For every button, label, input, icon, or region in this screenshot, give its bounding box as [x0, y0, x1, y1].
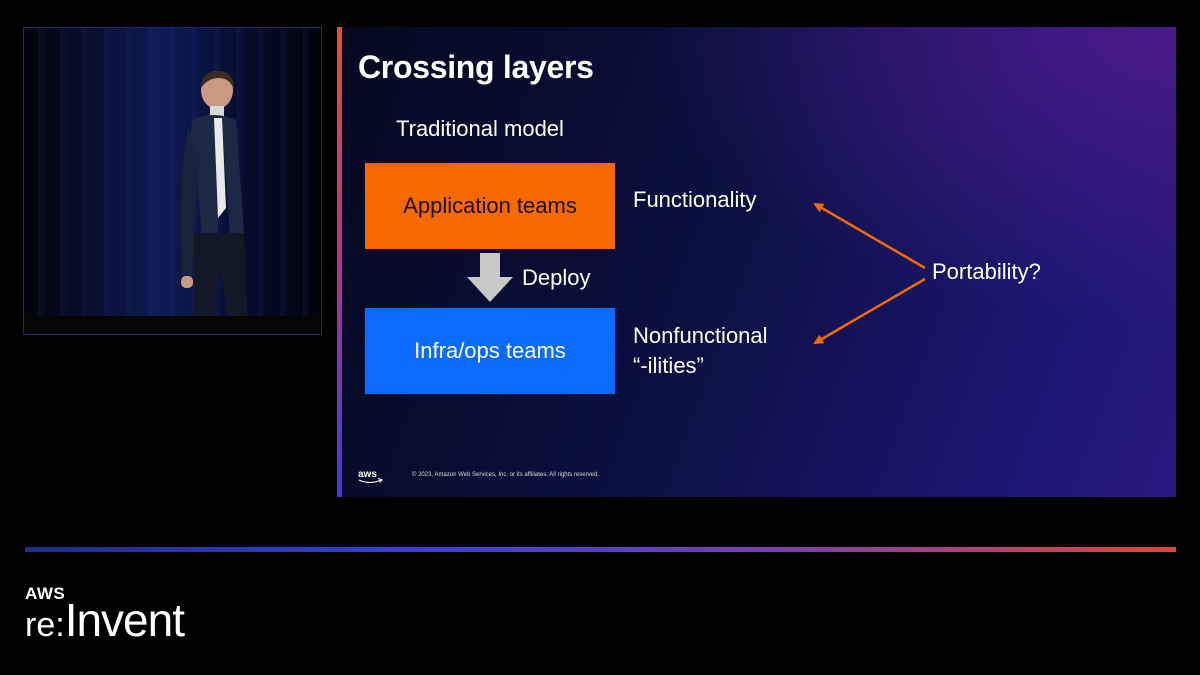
infra-ops-teams-label: Infra/ops teams [414, 338, 566, 363]
infra-ops-teams-box: Infra/ops teams [365, 308, 615, 394]
reinvent-logo: AWS re: Invent [25, 584, 185, 646]
presentation-slide: Crossing layers Traditional model Applic… [337, 27, 1176, 497]
model-label: Traditional model [396, 116, 564, 141]
nonfunctional-line-1: Nonfunctional [633, 323, 768, 348]
brand-invent-text: Invent [64, 594, 185, 646]
copyright-notice: © 2023, Amazon Web Services, Inc. or its… [412, 472, 599, 478]
speaker-figure [180, 70, 248, 334]
deploy-label: Deploy [522, 265, 591, 290]
functionality-label: Functionality [633, 187, 757, 212]
stage-floor [24, 316, 321, 334]
brand-re-text: re: [25, 606, 65, 644]
aws-logo-icon: aws [357, 467, 385, 485]
arrow-to-nonfunctional [813, 277, 926, 345]
arrow-to-functionality [813, 202, 926, 270]
portability-arrows [813, 202, 926, 345]
nonfunctional-line-2: “-ilities” [633, 353, 704, 378]
portability-label: Portability? [932, 259, 1041, 284]
slide-accent-bar [337, 27, 342, 497]
down-arrow-icon [467, 253, 513, 302]
slide-title: Crossing layers [358, 49, 594, 85]
brand-aws-text: AWS [25, 584, 66, 603]
application-teams-label: Application teams [403, 193, 577, 218]
speaker-video [23, 27, 322, 335]
aws-logo-text: aws [358, 469, 377, 480]
gradient-divider [25, 547, 1176, 552]
application-teams-box: Application teams [365, 163, 615, 249]
nonfunctional-label: Nonfunctional “-ilities” [633, 321, 768, 381]
